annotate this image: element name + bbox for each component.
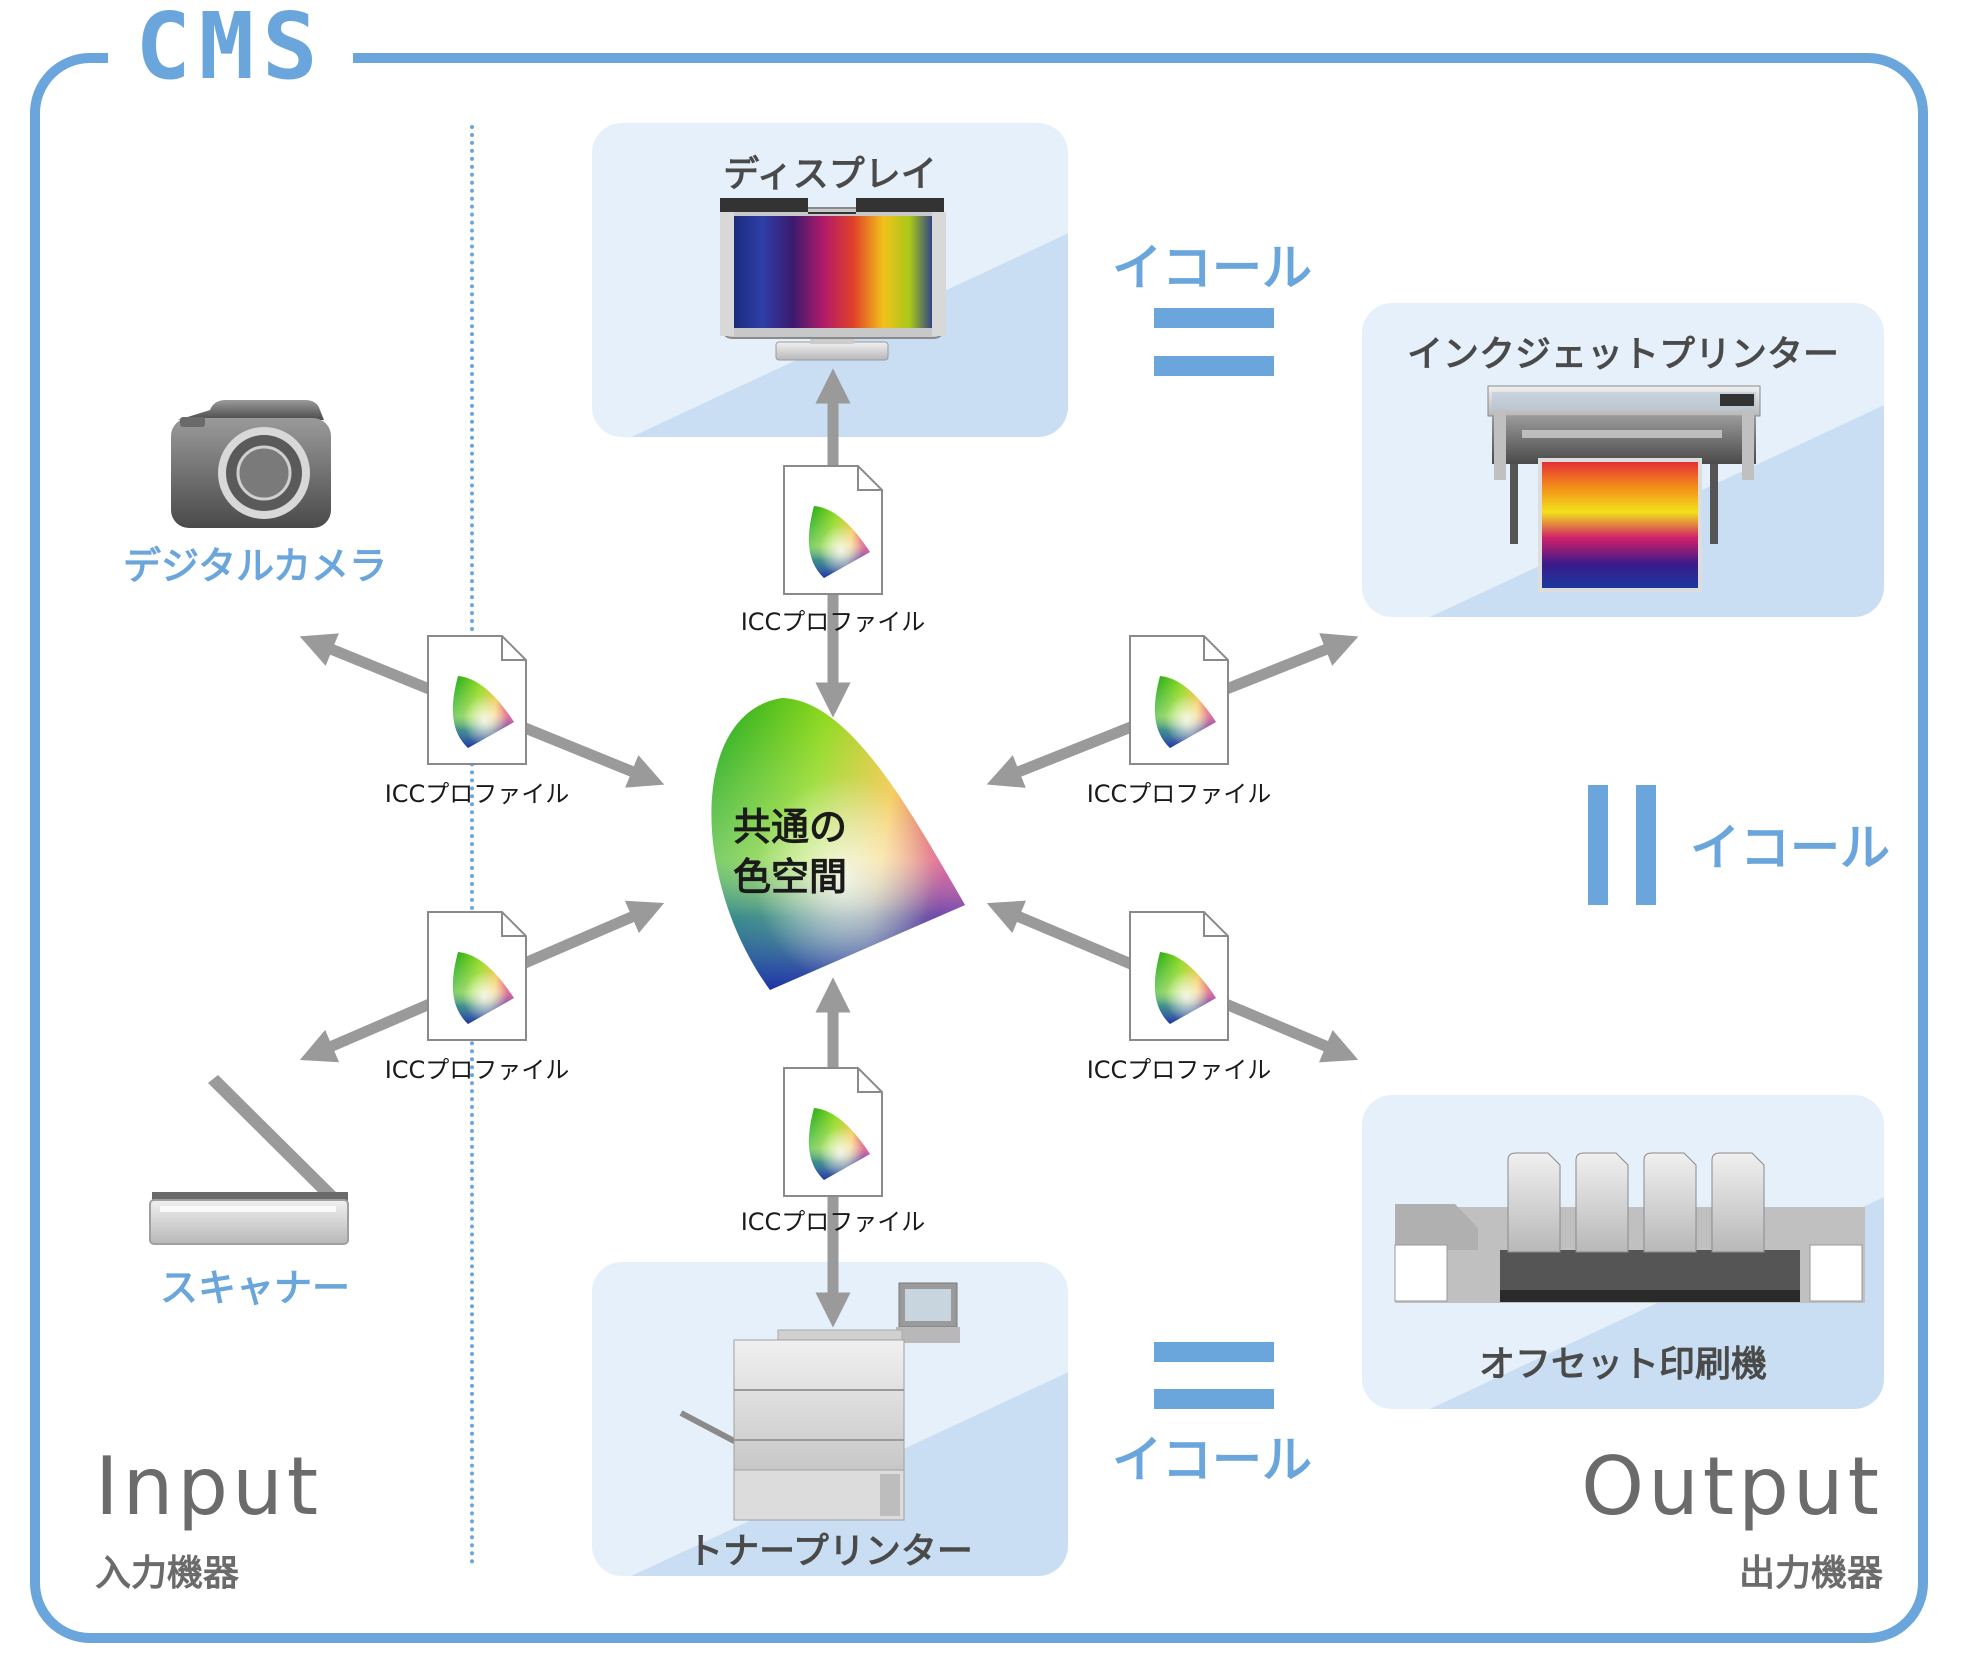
output-heading: Output [1581, 1440, 1883, 1533]
inkjet-printer-label: インクジェットプリンター [1406, 334, 1839, 375]
icc-profile-label-upper-left: ICCプロファイル [384, 780, 570, 808]
common-color-space-line2: 色空間 [732, 855, 847, 899]
icc-profile-label-bottom: ICCプロファイル [740, 1208, 926, 1236]
equal-sign-top-bar2 [1154, 356, 1274, 376]
camera-label: デジタルカメラ [122, 544, 388, 588]
icc-document-icon-upper-left [427, 635, 527, 765]
input-subheading: 入力機器 [95, 1553, 240, 1594]
common-color-space-gamut [711, 698, 965, 990]
camera-icon [171, 400, 331, 528]
icc-profile-label-top: ICCプロファイル [740, 608, 926, 636]
inkjet-printer-icon [1487, 385, 1761, 592]
icc-document-icon-upper-right [1129, 635, 1229, 765]
equal-label-right: イコール [1690, 819, 1890, 877]
equal-sign-right-bar2 [1636, 785, 1656, 905]
equal-label-bottom: イコール [1112, 1431, 1312, 1489]
scanner-icon [149, 1075, 349, 1245]
icc-document-icon-bottom [783, 1067, 883, 1197]
input-heading: Input [95, 1440, 323, 1533]
common-color-space-line1: 共通の [732, 805, 847, 849]
display-label: ディスプレイ [723, 154, 937, 195]
toner-printer-icon [679, 1282, 960, 1521]
icc-document-icon-top [783, 465, 883, 595]
output-subheading: 出力機器 [1738, 1553, 1883, 1594]
scanner-label: スキャナー [159, 1266, 350, 1310]
cms-title: CMS [108, 1, 353, 93]
cms-frame [30, 53, 1928, 1643]
toner-printer-label: トナープリンター [687, 1531, 973, 1572]
icc-document-icon-lower-left [427, 911, 527, 1041]
equal-sign-bottom-bar1 [1154, 1342, 1274, 1362]
icc-profile-label-lower-left: ICCプロファイル [384, 1056, 570, 1084]
display-monitor-icon [720, 198, 946, 361]
equal-sign-bottom-bar2 [1154, 1389, 1274, 1409]
input-output-divider [470, 125, 474, 1565]
offset-press-icon [1394, 1152, 1865, 1303]
equal-sign-right-bar1 [1588, 785, 1608, 905]
icc-profile-label-upper-right: ICCプロファイル [1086, 780, 1272, 808]
common-color-space-label: 共通の 色空間 [690, 802, 890, 902]
icc-profile-label-lower-right: ICCプロファイル [1086, 1056, 1272, 1084]
icc-document-icon-lower-right [1129, 911, 1229, 1041]
equal-sign-top-bar1 [1154, 308, 1274, 328]
offset-press-label: オフセット印刷機 [1478, 1344, 1767, 1385]
equal-label-top: イコール [1112, 239, 1312, 297]
